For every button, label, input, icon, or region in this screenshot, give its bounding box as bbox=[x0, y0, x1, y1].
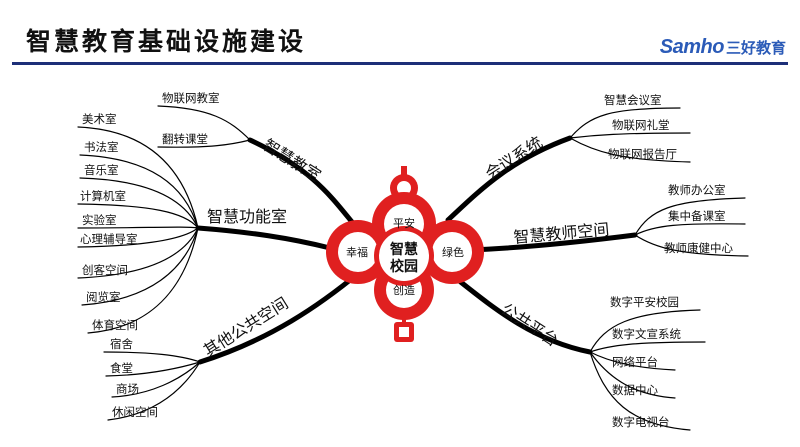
leaf-label: 教师办公室 bbox=[668, 183, 726, 197]
leaf-label: 网络平台 bbox=[612, 355, 658, 369]
chinese-knot-icon bbox=[326, 166, 484, 342]
leaf-label: 体育空间 bbox=[92, 318, 138, 332]
leaf-label: 翻转课堂 bbox=[162, 132, 208, 146]
branch-line-teacher-space bbox=[467, 232, 638, 253]
leaf-label: 食堂 bbox=[110, 361, 133, 375]
knot-right-label: 绿色 bbox=[442, 245, 464, 259]
leaf-label: 心理辅导室 bbox=[80, 232, 138, 246]
leaf-label: 宿舍 bbox=[110, 337, 133, 351]
leaf-label: 集中备课室 bbox=[668, 209, 726, 223]
page-title: 智慧教育基础设施建设 bbox=[26, 27, 307, 56]
branch-line-smart-function bbox=[195, 225, 333, 251]
leaf-label: 物联网礼堂 bbox=[612, 118, 670, 132]
branch-label-smart-classroom: 智慧教室 bbox=[260, 135, 324, 185]
leaf-label: 书法室 bbox=[84, 140, 119, 154]
branch-line-public-platform bbox=[445, 269, 593, 355]
branch-label-public-platform: 公共平台 bbox=[498, 299, 562, 350]
center-label-line1: 智慧 bbox=[389, 241, 418, 258]
knot-bottom-label: 创造 bbox=[393, 283, 415, 297]
leaf-label: 阅览室 bbox=[86, 290, 121, 304]
leaf-label: 商场 bbox=[116, 382, 139, 396]
leaf-label: 智慧会议室 bbox=[604, 93, 662, 107]
knot-left-label: 幸福 bbox=[346, 245, 368, 259]
leaf-label: 休闲空间 bbox=[112, 405, 158, 419]
leaf-label: 美术室 bbox=[82, 112, 117, 126]
leaf-label: 数字平安校园 bbox=[610, 295, 679, 309]
leaf-label: 数字文宣系统 bbox=[612, 327, 681, 341]
branch-line-meeting bbox=[445, 135, 573, 223]
leaf-label: 物联网教室 bbox=[162, 91, 220, 105]
leaf-label: 音乐室 bbox=[84, 163, 119, 177]
knot-top-label: 平安 bbox=[393, 216, 415, 230]
title-rule bbox=[12, 62, 788, 65]
leaf-label: 创客空间 bbox=[82, 263, 128, 277]
logo-cn: 三好教育 bbox=[725, 39, 786, 57]
leaf-label: 教师康健中心 bbox=[664, 241, 733, 255]
leaf-label: 数据中心 bbox=[612, 383, 658, 397]
center-label-line2: 校园 bbox=[390, 258, 418, 275]
leaf-label: 数字电视台 bbox=[612, 415, 670, 429]
logo-en: Samho bbox=[659, 36, 725, 58]
branch-line-public-space bbox=[197, 269, 363, 365]
leaf-label: 计算机室 bbox=[80, 189, 126, 203]
branch-label-smart-function: 智慧功能室 bbox=[207, 207, 287, 226]
branch-line-smart-classroom bbox=[247, 137, 355, 225]
leaf-label: 实验室 bbox=[82, 213, 117, 227]
leaf-label: 物联网报告厅 bbox=[608, 147, 677, 161]
branch-label-meeting: 会议系统 bbox=[482, 133, 546, 184]
